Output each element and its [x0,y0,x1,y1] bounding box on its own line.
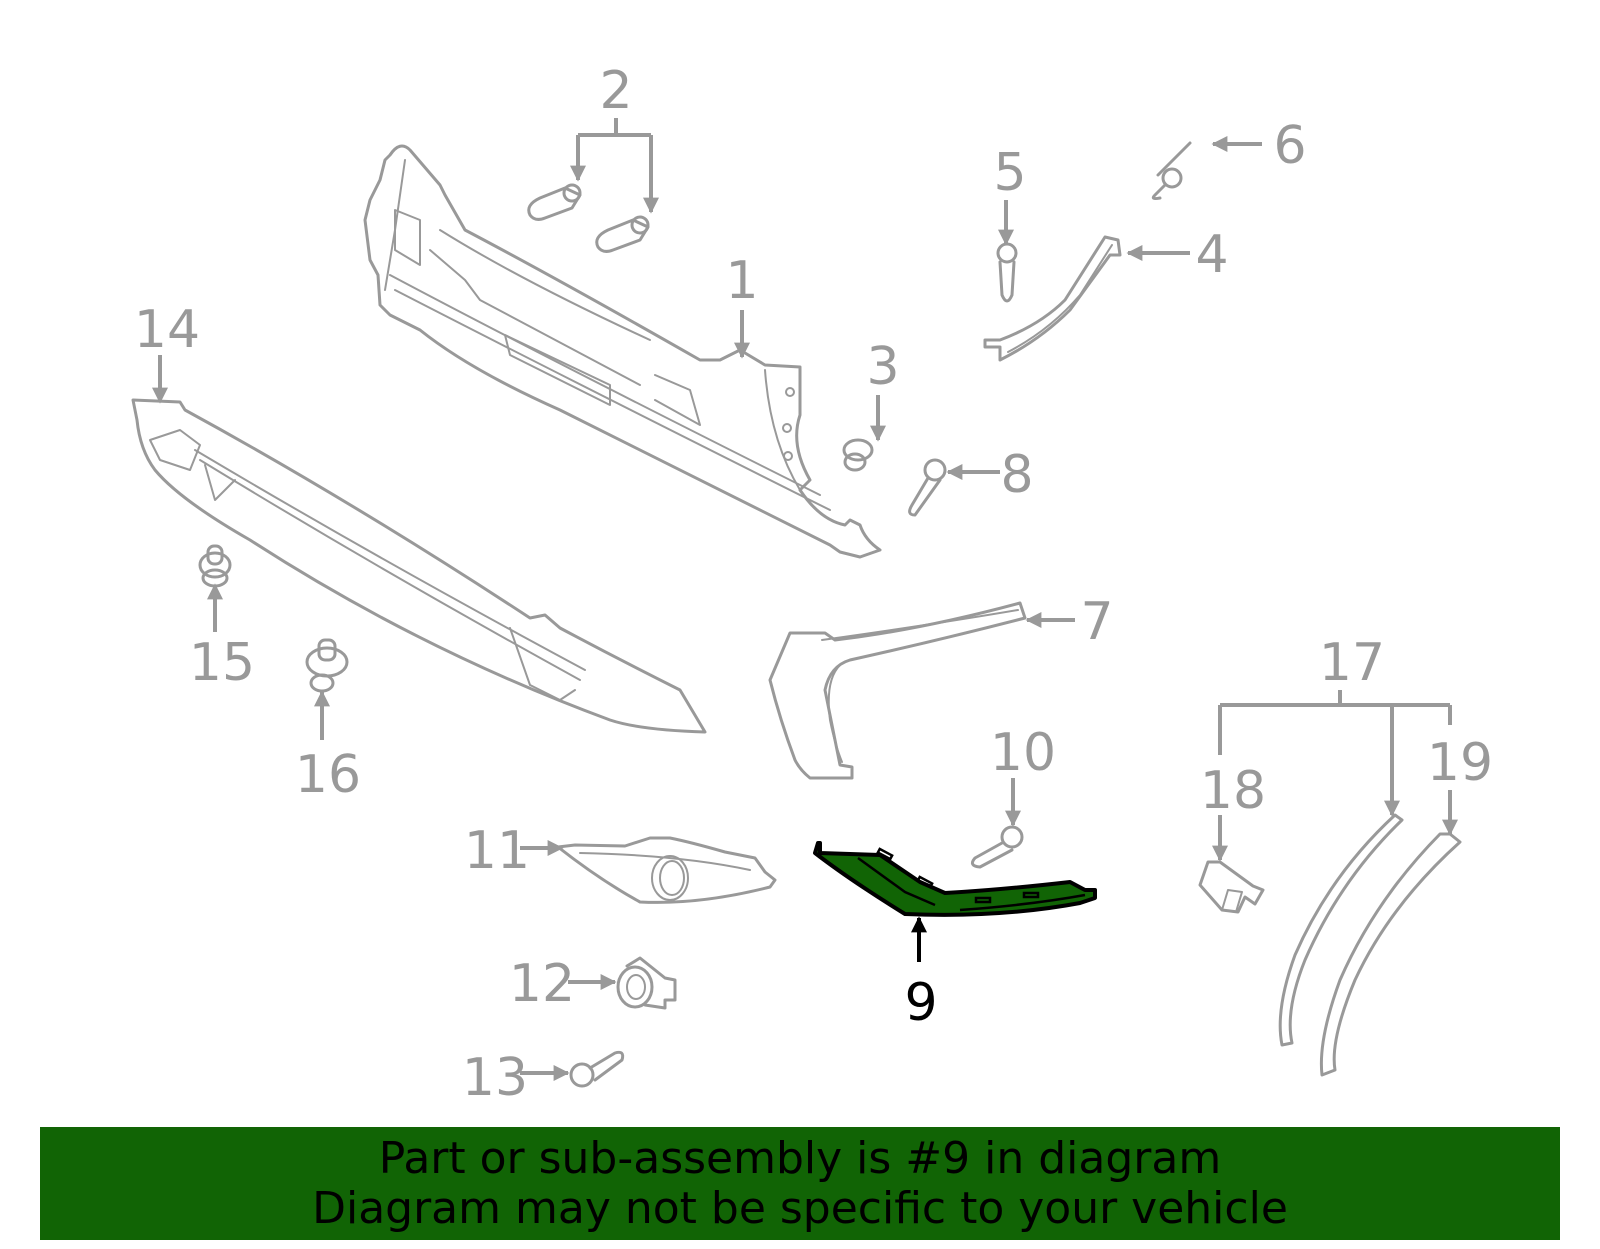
part-3-clip[interactable] [842,438,874,472]
part-4-bracket[interactable] [983,235,1122,362]
part-18-clip[interactable] [1198,860,1265,914]
callout-17[interactable]: 17 [1319,633,1385,693]
leader-lines [152,118,1458,1081]
part-17-wheel-arch-strip[interactable] [1278,813,1404,1047]
callout-10[interactable]: 10 [990,723,1056,783]
part-1-bumper-cover[interactable] [363,144,882,559]
part-15-clip[interactable] [198,544,232,588]
parts-diagram: 1 2 3 4 5 6 7 8 9 10 11 12 13 14 15 16 1… [131,61,1493,1108]
callout-1[interactable]: 1 [725,251,758,311]
part-6-pin[interactable] [1151,141,1192,201]
callout-19[interactable]: 19 [1427,733,1493,793]
callout-13[interactable]: 13 [462,1048,528,1108]
part-8-screw[interactable] [908,458,947,517]
part-7-trim-molding[interactable] [768,601,1027,780]
callout-labels: 1 2 3 4 5 6 7 8 9 10 11 12 13 14 15 16 1… [134,61,1493,1108]
callout-3[interactable]: 3 [866,337,899,397]
part-12-sensor-bracket[interactable] [616,956,677,1010]
callout-12[interactable]: 12 [509,954,575,1014]
callout-14[interactable]: 14 [134,300,200,360]
callout-9[interactable]: 9 [904,973,937,1033]
part-13-screw[interactable] [569,1050,625,1088]
banner-line-1: Part or sub-assembly is #9 in diagram [378,1132,1222,1184]
callout-4[interactable]: 4 [1195,225,1228,285]
callout-8[interactable]: 8 [1000,445,1033,505]
part-10-screw[interactable] [970,825,1024,869]
part-11-fog-lamp-bezel[interactable] [556,836,777,904]
callout-2[interactable]: 2 [599,61,632,121]
banner-line-2: Diagram may not be specific to your vehi… [312,1182,1288,1234]
part-19-wheel-arch-molding[interactable] [1319,832,1462,1077]
callout-16[interactable]: 16 [295,745,361,805]
part-2-screws[interactable] [527,183,650,253]
part-9-molding-highlighted[interactable] [813,841,1097,917]
part-5-screw[interactable] [996,242,1018,303]
callout-18[interactable]: 18 [1200,761,1266,821]
callout-11[interactable]: 11 [464,821,530,881]
info-banner: Part or sub-assembly is #9 in diagram Di… [40,1127,1560,1240]
part-16-push-pin[interactable] [305,638,349,693]
callout-7[interactable]: 7 [1080,592,1113,652]
part-14-lower-valance[interactable] [131,398,707,734]
callout-5[interactable]: 5 [993,143,1026,203]
callout-6[interactable]: 6 [1273,116,1306,176]
callout-15[interactable]: 15 [189,633,255,693]
